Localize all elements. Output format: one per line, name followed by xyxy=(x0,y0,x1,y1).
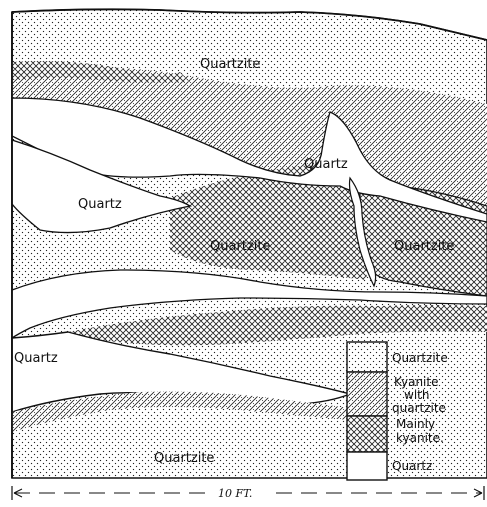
legend-swatch-mainly-kyanite xyxy=(347,416,387,452)
legend-label-quartzite: Quartzite xyxy=(392,351,448,365)
label-quartz-upper: Quartz xyxy=(304,157,348,172)
label-quartz-left: Quartz xyxy=(78,197,122,212)
legend-label-quartzite-2: quartzite xyxy=(392,401,446,415)
legend-swatch-kyanite-with-quartzite xyxy=(347,372,387,416)
legend-label-mainly: Mainly xyxy=(396,417,435,431)
label-quartzite-right: Quartzite xyxy=(394,239,454,254)
legend-swatch-quartzite xyxy=(347,342,387,372)
legend-label-kyanite-2: kyanite. xyxy=(396,431,444,445)
legend-label-kyanite: Kyanite xyxy=(394,375,438,389)
scale-bar-label: 10 FT. xyxy=(218,487,252,500)
label-quartzite-bottom: Quartzite xyxy=(154,451,214,466)
legend-label-quartz: Quartz xyxy=(392,459,432,473)
label-quartzite-top: Quartzite xyxy=(200,57,260,72)
legend-label-with: with xyxy=(404,388,429,402)
legend-swatch-quartz xyxy=(347,452,387,480)
label-quartzite-center: Quartzite xyxy=(210,239,270,254)
label-quartz-lower-left: Quartz xyxy=(14,351,58,366)
scale-bar: 10 FT. xyxy=(12,486,484,500)
